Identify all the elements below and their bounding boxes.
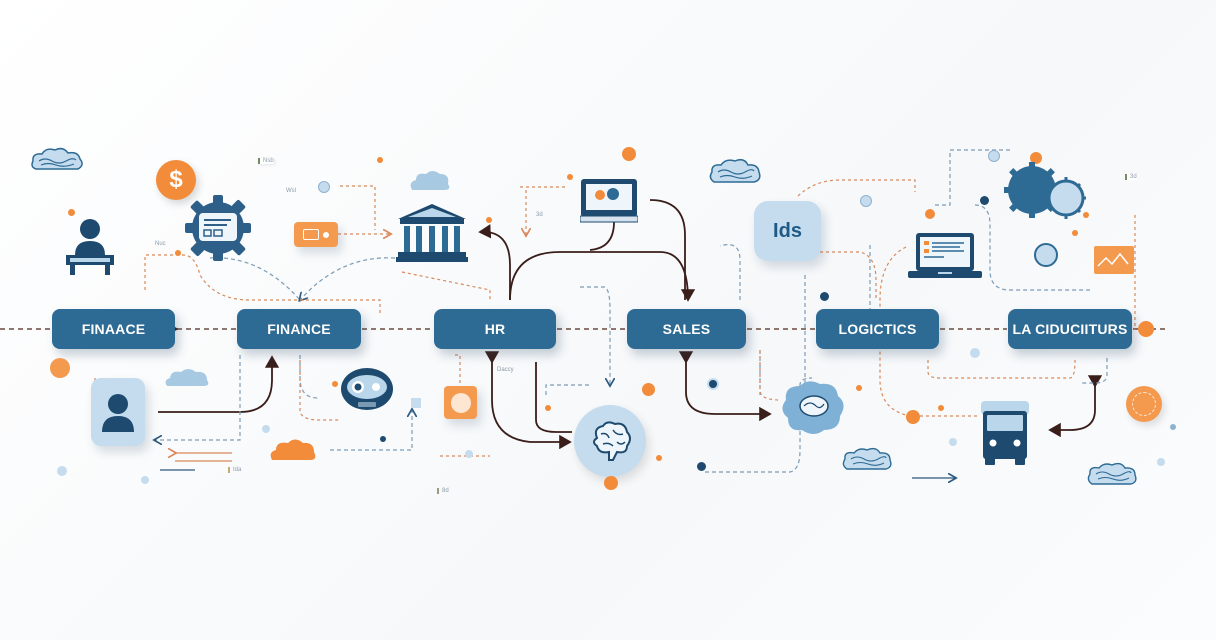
- card-icon: [294, 222, 338, 247]
- person-desk-icon: [66, 219, 114, 275]
- gears-icon: [1004, 162, 1086, 219]
- cloud-icon: [782, 381, 844, 434]
- orange-sparkle: [486, 217, 492, 223]
- orange-sparkle: [1072, 230, 1078, 236]
- light-dot: [1157, 458, 1165, 466]
- light-dot: [262, 425, 270, 433]
- light-dot: [465, 450, 473, 458]
- robot-icon: [341, 368, 393, 410]
- tiny-label: 3d: [1125, 174, 1137, 180]
- monitor-icon: [580, 179, 638, 223]
- orange-sparkle: [175, 250, 181, 256]
- orange-sparkle: [567, 174, 573, 180]
- orange-sparkle: [856, 385, 862, 391]
- light-dot: [1170, 424, 1176, 430]
- badge-circle-icon: [1034, 243, 1058, 267]
- light-dot: [988, 150, 1000, 162]
- dark-dot: [980, 196, 989, 205]
- node-finance[interactable]: FINANCE: [237, 309, 361, 349]
- node-hr[interactable]: HR: [434, 309, 556, 349]
- light-dot: [141, 476, 149, 484]
- light-dot: [318, 181, 330, 193]
- orange-sparkle: [332, 381, 338, 387]
- dollar-icon: $: [156, 160, 196, 200]
- ids-badge-text: Ids: [773, 219, 802, 242]
- orange-sparkle: [545, 405, 551, 411]
- orange-dot: [906, 410, 920, 424]
- tiny-label: 3d: [536, 212, 543, 218]
- node-logictics[interactable]: LOGICTICS: [816, 309, 939, 349]
- tiny-label: Daccy: [497, 367, 514, 373]
- chip-icon: [444, 386, 477, 419]
- orange-sparkle: [938, 405, 944, 411]
- gear-icon: [185, 195, 251, 261]
- orange-dot: [622, 147, 636, 161]
- brain-icon: [574, 405, 646, 477]
- small-square-icon: [411, 398, 421, 408]
- orange-sparkle: [377, 157, 383, 163]
- light-dot: [860, 195, 872, 207]
- tiny-label: 8d: [437, 488, 449, 494]
- cloud-icon: [165, 369, 209, 386]
- orange-dot: [925, 209, 935, 219]
- orange-dot: [642, 383, 655, 396]
- cloud-icon: [410, 171, 450, 190]
- tiny-label: Ida: [228, 467, 241, 473]
- cloud-icon: [709, 158, 761, 183]
- cloud-icon: [842, 447, 892, 470]
- badge-icon: [1126, 386, 1162, 422]
- dark-dot: [697, 462, 706, 471]
- dark-dot: [820, 292, 829, 301]
- orange-sparkle: [68, 209, 75, 216]
- tiny-label: Nuc: [155, 241, 166, 247]
- node-la-ciduciiturs[interactable]: LA CIDUCIITURS: [1008, 309, 1132, 349]
- orange-dot: [50, 358, 70, 378]
- light-dot: [970, 348, 980, 358]
- tiny-label: Wsl: [286, 188, 296, 194]
- orange-sparkle: [656, 455, 662, 461]
- ids-badge-icon: Ids: [754, 201, 821, 261]
- dark-dot: [380, 436, 386, 442]
- node-finaace[interactable]: FINAACE: [52, 309, 175, 349]
- laptop-icon: [908, 233, 982, 278]
- dark-dot: [707, 378, 719, 390]
- light-dot: [949, 438, 957, 446]
- line-chart-icon: [1094, 246, 1134, 274]
- bank-icon: [396, 204, 468, 262]
- orange-burst-icon: [1138, 321, 1154, 337]
- light-dot: [57, 466, 67, 476]
- person-icon: [91, 378, 145, 446]
- orange-dot: [604, 476, 618, 490]
- cloud-icon: [270, 439, 316, 460]
- cloud-icon: [1087, 462, 1137, 485]
- node-sales[interactable]: SALES: [627, 309, 746, 349]
- tiny-label: Nsb: [258, 158, 274, 164]
- orange-dot: [1030, 152, 1042, 164]
- truck-icon: [981, 401, 1029, 465]
- orange-sparkle: [1083, 212, 1089, 218]
- cloud-icon: [31, 147, 83, 170]
